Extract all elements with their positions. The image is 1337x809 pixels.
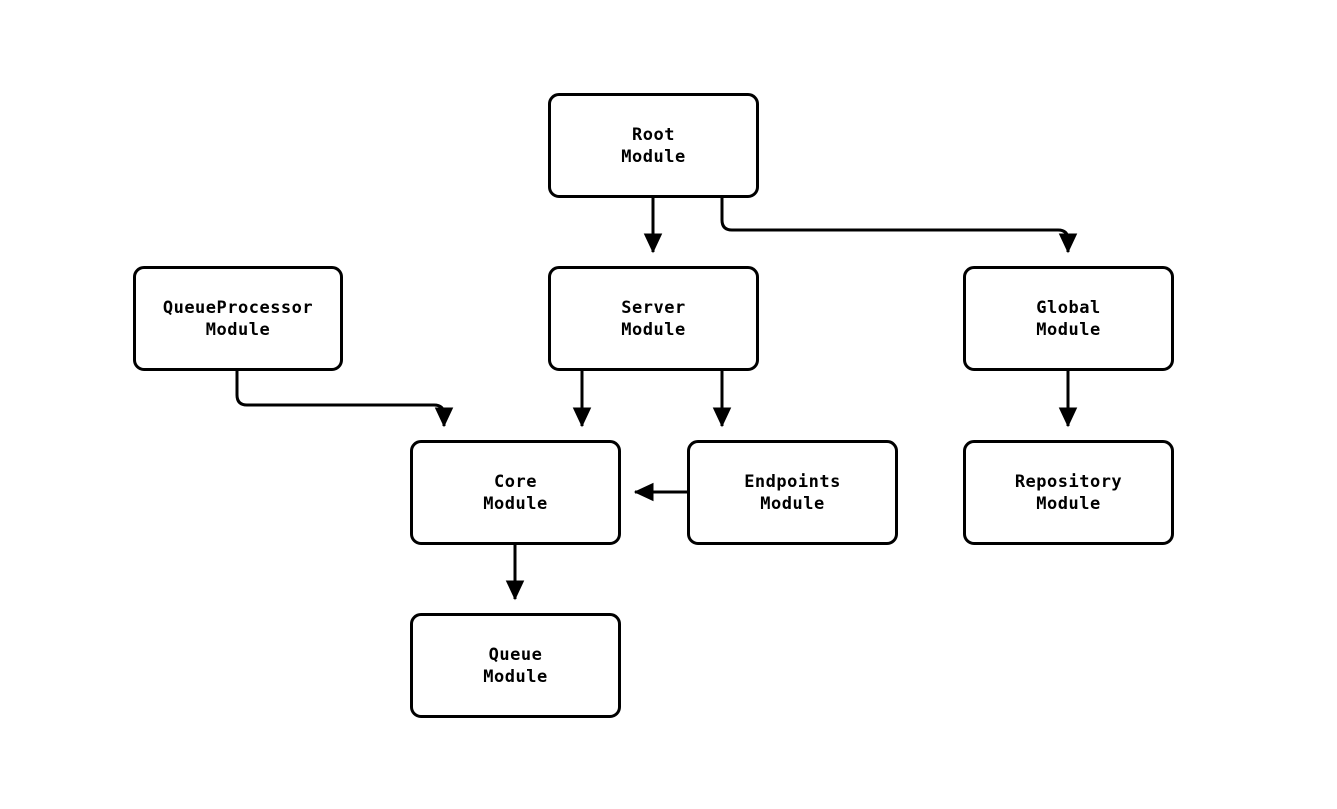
node-title: Queue xyxy=(488,644,543,665)
node-queue-module[interactable]: Queue Module xyxy=(410,613,621,718)
node-endpoints-module[interactable]: Endpoints Module xyxy=(687,440,898,545)
node-subtitle: Module xyxy=(483,666,548,687)
node-global-module[interactable]: Global Module xyxy=(963,266,1174,371)
node-title: QueueProcessor xyxy=(162,297,314,318)
node-title: Server xyxy=(621,297,686,318)
node-subtitle: Module xyxy=(205,319,271,340)
node-title: Core xyxy=(494,471,537,492)
edge-root-global xyxy=(720,198,1078,254)
node-core-module[interactable]: Core Module xyxy=(410,440,621,545)
node-title: Endpoints xyxy=(744,471,841,492)
node-server-module[interactable]: Server Module xyxy=(548,266,759,371)
node-subtitle: Module xyxy=(483,493,548,514)
node-subtitle: Module xyxy=(621,146,686,167)
node-subtitle: Module xyxy=(760,493,825,514)
node-queueprocessor-module[interactable]: QueueProcessor Module xyxy=(133,266,343,371)
node-subtitle: Module xyxy=(1036,319,1101,340)
node-repository-module[interactable]: Repository Module xyxy=(963,440,1174,545)
node-title: Repository xyxy=(1014,471,1123,492)
node-subtitle: Module xyxy=(621,319,686,340)
node-root-module[interactable]: Root Module xyxy=(548,93,759,198)
node-title: Global xyxy=(1036,297,1101,318)
node-title: Root xyxy=(632,124,675,145)
edge-queueprocessor-core xyxy=(235,371,454,428)
node-subtitle: Module xyxy=(1036,493,1101,514)
